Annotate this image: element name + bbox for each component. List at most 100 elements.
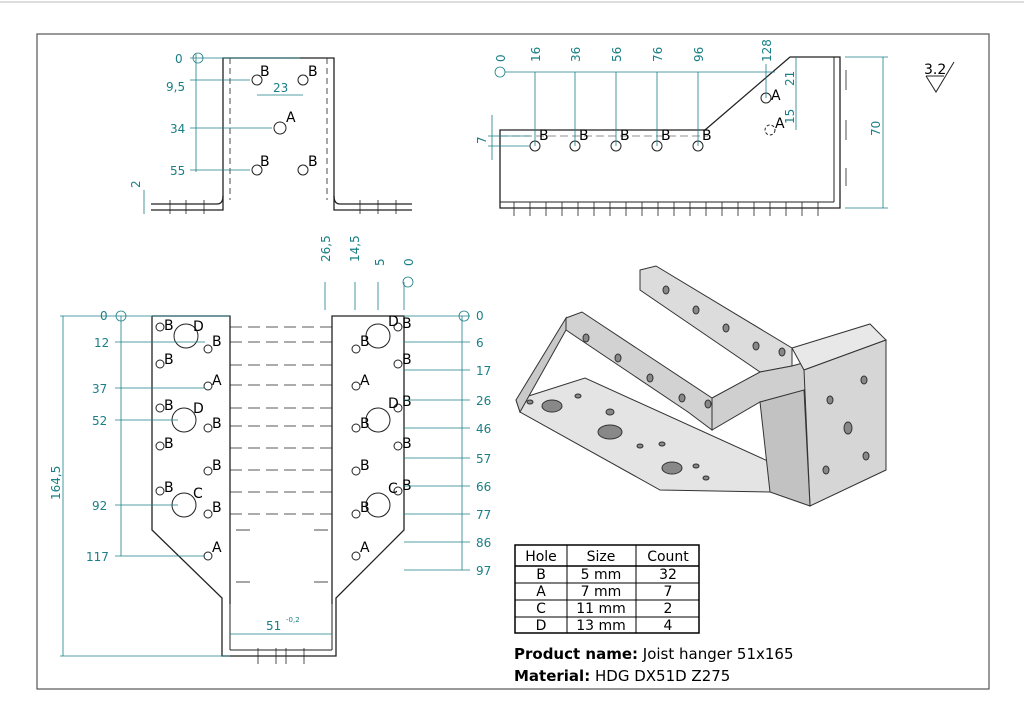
- flat-dim-top-5: 5: [373, 258, 387, 266]
- side-hole-label: B: [579, 128, 589, 144]
- table-cell: A: [536, 584, 546, 600]
- table-header-hole: Hole: [525, 549, 557, 565]
- product-name-label: Product name:: [514, 645, 638, 663]
- flat-dim-left-52: 52: [92, 414, 107, 428]
- svg-text:B: B: [360, 458, 370, 474]
- front-hole-label: B: [308, 64, 318, 80]
- side-hole-label: B: [661, 128, 671, 144]
- svg-text:B: B: [360, 334, 370, 350]
- svg-text:B: B: [402, 316, 412, 332]
- svg-text:A: A: [360, 373, 370, 389]
- svg-text:B: B: [212, 458, 222, 474]
- svg-text:D: D: [193, 319, 204, 335]
- table-cell: D: [536, 618, 547, 634]
- roughness-value: 3.2: [924, 62, 946, 78]
- svg-text:B: B: [212, 416, 222, 432]
- flat-dim-left-117: 117: [86, 550, 109, 564]
- svg-text:C: C: [193, 486, 203, 502]
- front-dim-thickness: 2: [129, 180, 143, 188]
- svg-text:B: B: [164, 398, 174, 414]
- svg-text:A: A: [360, 540, 370, 556]
- side-dim-21: 21: [783, 71, 797, 86]
- svg-text:B: B: [360, 416, 370, 432]
- side-hole-label: A: [775, 116, 785, 132]
- flat-dim-right-57: 57: [476, 452, 491, 466]
- side-dim-70: 70: [869, 121, 883, 136]
- svg-text:D: D: [388, 396, 399, 412]
- table-cell: 32: [659, 567, 677, 583]
- material-label: Material:: [514, 667, 591, 685]
- front-hole-label: A: [286, 110, 296, 126]
- front-dim-width: 23: [273, 81, 288, 95]
- table-cell: 7 mm: [581, 584, 622, 600]
- front-dim-1: 9,5: [166, 80, 185, 94]
- side-hole-label: B: [702, 128, 712, 144]
- table-cell: C: [536, 601, 546, 617]
- svg-text:A: A: [212, 373, 222, 389]
- svg-text:B: B: [360, 500, 370, 516]
- table-header-count: Count: [647, 549, 689, 565]
- svg-text:B: B: [402, 352, 412, 368]
- front-dim-0: 0: [175, 52, 183, 66]
- flat-dim-top-26-5: 26,5: [319, 235, 333, 262]
- svg-text:B: B: [164, 318, 174, 334]
- material-value: HDG DX51D Z275: [594, 667, 731, 685]
- flat-dim-right-86: 86: [476, 536, 491, 550]
- front-view: 0 9,5 34 55 23 2 B B A B B: [129, 52, 412, 214]
- product-name-value: Joist hanger 51x165: [642, 645, 794, 663]
- svg-text:B: B: [164, 436, 174, 452]
- side-dim-128: 128: [760, 39, 774, 62]
- svg-text:A: A: [212, 540, 222, 556]
- flat-dim-right-17: 17: [476, 364, 491, 378]
- flat-dim-right-26: 26: [476, 394, 491, 408]
- flat-dim-top-0: 0: [402, 258, 416, 266]
- side-dim-15: 15: [783, 109, 797, 124]
- flat-dim-left-92: 92: [92, 499, 107, 513]
- front-hole-label: B: [260, 64, 270, 80]
- side-hole-label: A: [771, 88, 781, 104]
- flat-dim-right-46: 46: [476, 422, 491, 436]
- front-dim-3: 55: [170, 164, 185, 178]
- side-dim-0: 0: [494, 54, 508, 62]
- side-view: 0 16 36 56 76 96 128 21 15 70 7 B B B B …: [475, 39, 888, 216]
- side-dim-7: 7: [475, 136, 489, 144]
- table-cell: 7: [664, 584, 673, 600]
- material-line: Material: HDG DX51D Z275: [514, 667, 730, 685]
- side-dim-36: 36: [569, 47, 583, 62]
- isometric-view: [515, 265, 887, 507]
- svg-text:B: B: [164, 352, 174, 368]
- side-dim-76: 76: [651, 47, 665, 62]
- svg-text:B: B: [164, 480, 174, 496]
- flat-dim-left-0: 0: [100, 309, 108, 323]
- flat-dim-left-12: 12: [94, 336, 109, 350]
- side-dim-56: 56: [610, 47, 624, 62]
- table-cell: 11 mm: [576, 601, 626, 617]
- flat-dim-bottom-tolerance: -0,2: [286, 616, 300, 624]
- flat-dim-top-14-5: 14,5: [348, 235, 362, 262]
- roughness-symbol: 3.2: [924, 61, 955, 93]
- product-name-line: Product name: Joist hanger 51x165: [514, 645, 794, 663]
- front-hole-label: B: [260, 154, 270, 170]
- side-hole-label: B: [620, 128, 630, 144]
- front-hole-label: B: [308, 154, 318, 170]
- front-dim-2: 34: [170, 122, 185, 136]
- table-cell: B: [536, 567, 546, 583]
- flat-dim-right-66: 66: [476, 480, 491, 494]
- flat-dim-overall-height: 164,5: [49, 466, 63, 500]
- svg-text:B: B: [402, 436, 412, 452]
- svg-text:C: C: [388, 481, 398, 497]
- svg-text:D: D: [388, 314, 399, 330]
- svg-text:B: B: [212, 500, 222, 516]
- table-cell: 13 mm: [576, 618, 626, 634]
- flat-dim-right-77: 77: [476, 508, 491, 522]
- table-cell: 4: [664, 618, 673, 634]
- table-cell: 5 mm: [581, 567, 622, 583]
- drawing-frame: [36, 33, 990, 690]
- side-dim-16: 16: [529, 47, 543, 62]
- flat-dim-right-6: 6: [476, 336, 484, 350]
- flat-dim-right-0: 0: [476, 309, 484, 323]
- side-hole-label: B: [539, 128, 549, 144]
